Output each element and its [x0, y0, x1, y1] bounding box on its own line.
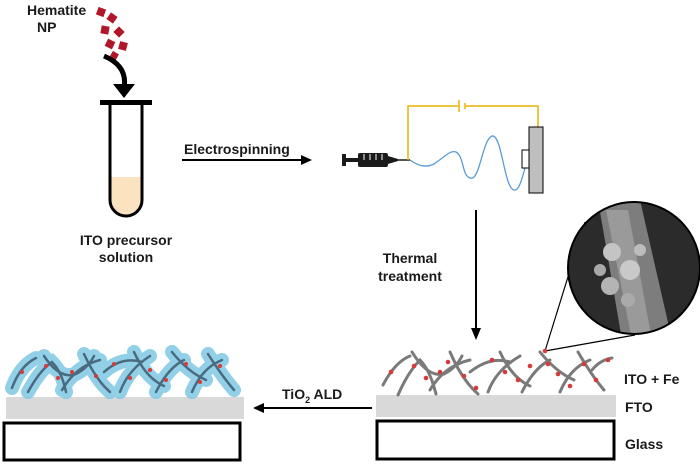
glass-label: Glass	[625, 436, 664, 452]
ald-arrow	[253, 403, 372, 413]
sem-inset	[544, 201, 700, 352]
fe-dots-right	[388, 348, 611, 391]
ald-label-subscript: 2	[305, 394, 311, 405]
ald-label-prefix: TiO	[282, 386, 306, 402]
thermal-label: Thermal	[382, 250, 438, 266]
test-tube	[100, 100, 152, 218]
electrospinning-label: Electrospinning	[184, 141, 290, 157]
left-substrate	[2, 397, 244, 462]
fto-label: FTO	[625, 399, 653, 415]
hematite-particles	[95, 6, 128, 61]
hematite-label: Hematite	[27, 2, 87, 18]
electrospinning-jet	[409, 135, 529, 191]
ald-label-suffix: ALD	[310, 386, 343, 402]
treatment-label: treatment	[378, 268, 442, 284]
np-label: NP	[37, 19, 57, 35]
precursor-label: ITO precursor	[79, 232, 173, 248]
syringe	[342, 153, 410, 167]
battery-symbol	[458, 100, 466, 112]
ito-fe-label: ITO + Fe	[624, 371, 680, 387]
fe-dots-left	[20, 362, 222, 384]
circuit-wire	[407, 105, 539, 160]
solution-label: solution	[98, 249, 154, 265]
collector	[521, 126, 544, 194]
ald-label: TiO2 ALD	[282, 386, 343, 405]
right-substrate	[375, 395, 616, 461]
nanofiber-mat-right	[381, 350, 614, 397]
curved-arrow	[102, 53, 135, 98]
nanofiber-mat-left	[10, 350, 236, 394]
electrospinning-arrow	[182, 155, 312, 165]
thermal-arrow	[471, 210, 481, 340]
